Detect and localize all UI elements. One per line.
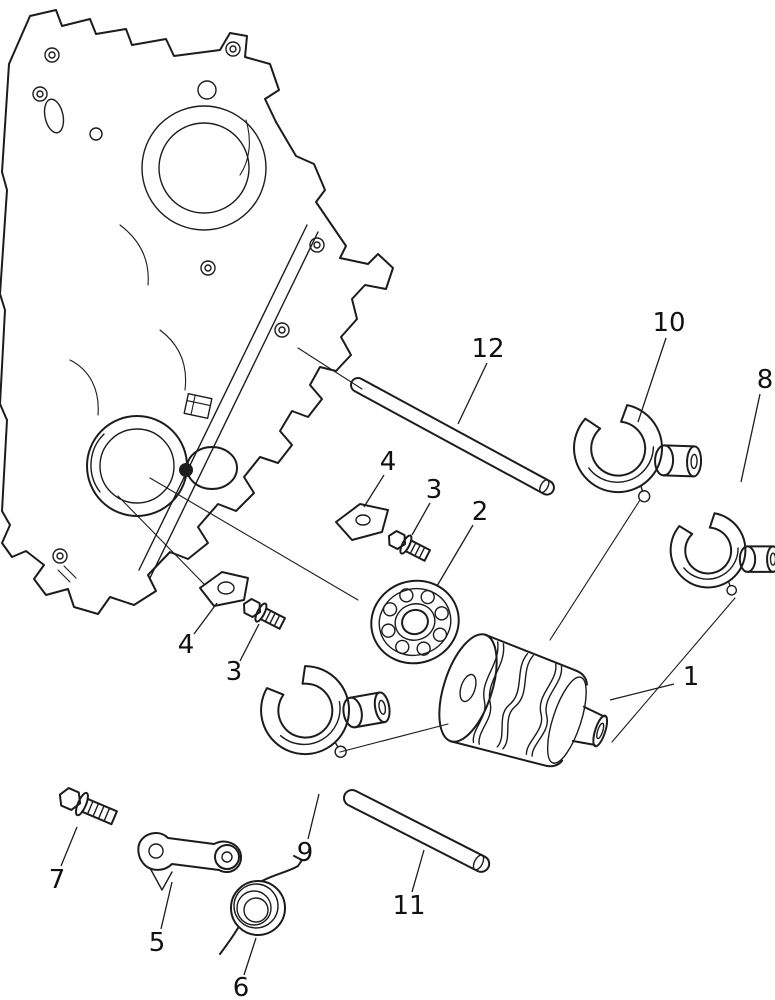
leader-line-shift-cam-drum <box>610 684 674 700</box>
leader-line-torsion-spring <box>244 938 256 975</box>
leader-line-flange-bolt-lever <box>61 827 77 866</box>
flange-bolt-upper <box>383 526 433 566</box>
leader-line-flange-bolt-lower <box>240 624 259 661</box>
flange-bolt-lever <box>54 782 120 830</box>
leader-line-stopper-plate-upper <box>364 475 384 507</box>
torsion-spring <box>220 856 302 954</box>
ball-bearing <box>360 569 469 674</box>
stopper-plate-lower <box>200 572 248 606</box>
crankcase <box>0 10 393 614</box>
cam-grooves <box>466 642 567 762</box>
leader-line-shift-fork-right <box>741 394 760 482</box>
shift-fork-right <box>660 495 775 612</box>
assembly-lines <box>118 348 735 752</box>
shift-fork-lower <box>246 636 405 785</box>
shift-fork-upper <box>563 386 714 520</box>
leader-line-shift-fork-upper <box>638 338 666 422</box>
leader-line-fork-guide-bar-upper <box>458 363 487 424</box>
stopper-lever <box>138 833 241 890</box>
fork-guide-bar-lower <box>341 787 492 874</box>
fork-guide-bar-upper <box>349 376 557 498</box>
leader-line-stopper-lever <box>161 882 172 929</box>
leader-line-stopper-plate-lower <box>194 603 217 634</box>
stopper-plate-upper <box>336 504 388 540</box>
crankcase-bolt-holes <box>33 42 324 563</box>
flange-bolt-lower <box>238 594 288 634</box>
shift-cam-drum <box>428 627 622 785</box>
leader-line-shift-fork-lower <box>308 794 319 839</box>
leader-line-ball-bearing <box>437 525 473 586</box>
leader-line-flange-bolt-upper <box>412 503 430 535</box>
leader-line-fork-guide-bar-lower <box>412 850 424 892</box>
leader-lines <box>61 338 760 975</box>
